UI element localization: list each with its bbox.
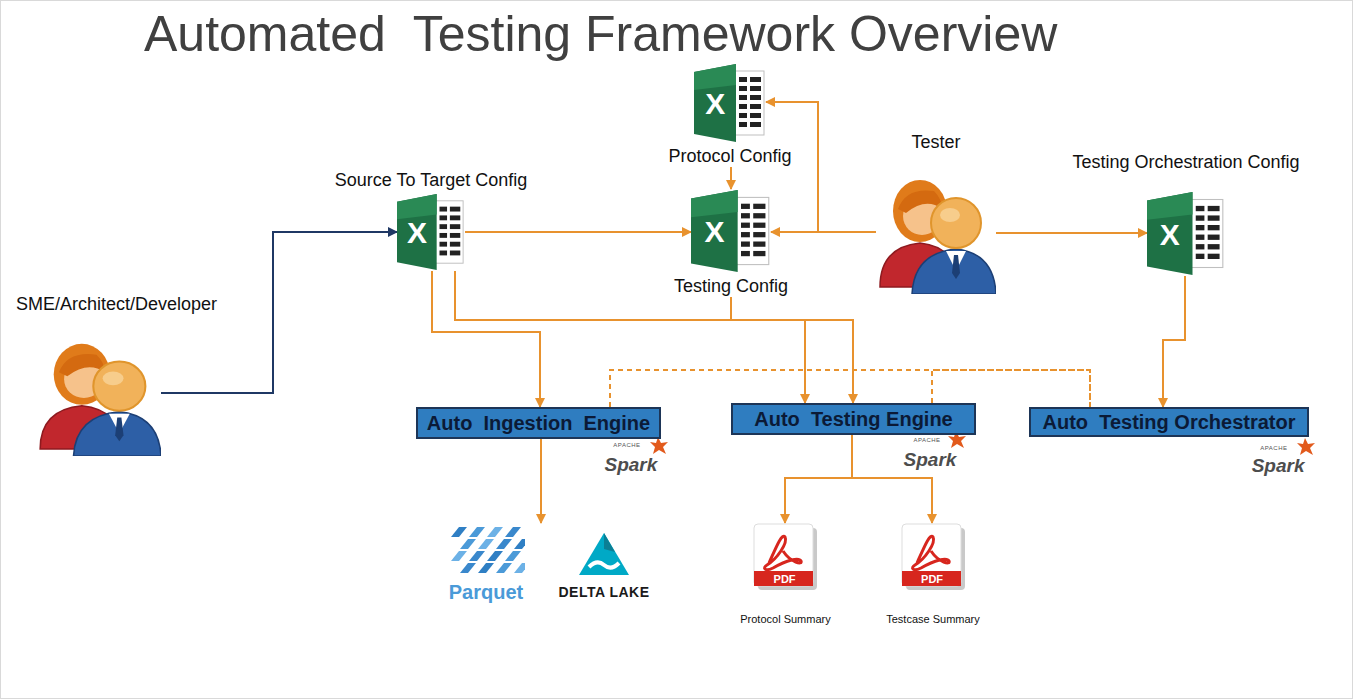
actor: Tester — [861, 131, 1011, 294]
pdf-badge: PDF — [774, 574, 796, 585]
connector — [852, 435, 932, 523]
icon-holder — [694, 63, 766, 143]
parquet-store: Parquet — [426, 523, 546, 603]
delta-lake-store: DELTA LAKE — [549, 531, 659, 603]
node-label: Protocol Summary — [740, 613, 830, 626]
excel-icon — [691, 189, 771, 273]
node-label: Testing Orchestration Config — [1072, 151, 1299, 173]
excel-letter: X — [407, 218, 427, 248]
excel-config: Protocol Config — [655, 63, 805, 167]
connector — [766, 102, 876, 232]
node-label: Auto Testing Orchestrator — [1043, 410, 1296, 434]
connector — [455, 271, 853, 403]
node-label: Parquet — [449, 581, 523, 603]
connector — [730, 167, 732, 189]
excel-letter: X — [1160, 220, 1180, 250]
node-label: DELTA LAKE — [558, 581, 649, 603]
connector — [932, 370, 1090, 407]
node-label: Tester — [911, 131, 960, 153]
connector — [785, 435, 852, 523]
node-label: SME/Architect/Developer — [13, 293, 217, 315]
node-label: Source To Target Config — [335, 169, 527, 191]
node-label: Protocol Config — [668, 145, 791, 167]
pdf-badge: PDF — [921, 574, 943, 585]
excel-icon — [694, 63, 766, 143]
engine-box: Auto Testing Orchestrator — [1029, 407, 1309, 437]
parquet-logo — [447, 523, 525, 579]
delta-lake-logo — [577, 531, 631, 577]
person-icon — [876, 169, 996, 294]
excel-icon — [1147, 191, 1225, 276]
connector — [610, 370, 1090, 407]
connector — [731, 297, 805, 403]
page-title: Automated Testing Framework Overview — [144, 5, 1057, 63]
spark-logo-text: Spark — [1252, 456, 1305, 475]
spark-logo-text: Spark — [604, 455, 657, 474]
connector — [540, 439, 542, 523]
engine-box: Auto Testing Engine — [731, 403, 976, 435]
spark-logo-caption: APACHE — [1260, 445, 1287, 451]
icon-holder — [577, 531, 631, 577]
actor: SME/Architect/Developer — [13, 293, 263, 456]
engine-box: Auto Ingestion Engine — [416, 407, 661, 439]
icon-holder — [36, 333, 161, 456]
connector — [1163, 276, 1185, 407]
node-label: Testcase Summary — [886, 613, 980, 626]
icon-holder — [876, 169, 996, 294]
spark-logo-text: Spark — [904, 450, 957, 469]
person-icon — [36, 333, 161, 456]
excel-config: Testing Config — [656, 189, 806, 297]
excel-letter: X — [704, 217, 724, 247]
connector — [465, 231, 691, 233]
node-label: Testing Config — [674, 275, 788, 297]
icon-holder — [1147, 191, 1225, 276]
spark-logo-caption: APACHE — [913, 437, 940, 443]
icon-holder — [447, 523, 525, 579]
excel-letter: X — [705, 89, 725, 119]
connector — [432, 271, 540, 407]
icon-holder — [691, 189, 771, 273]
spark-logo-caption: APACHE — [613, 442, 640, 448]
node-label: Auto Ingestion Engine — [427, 411, 650, 435]
excel-config: Source To Target Config — [321, 169, 541, 271]
connector — [996, 232, 1147, 234]
excel-config: Testing Orchestration Config — [1046, 151, 1326, 276]
node-label: Auto Testing Engine — [754, 407, 953, 431]
